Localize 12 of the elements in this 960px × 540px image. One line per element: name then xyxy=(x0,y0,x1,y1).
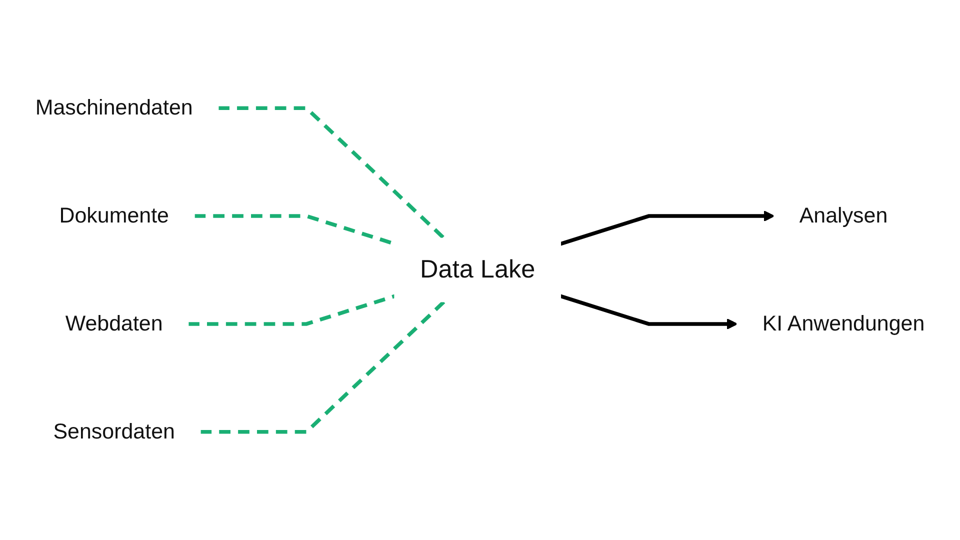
node-text: KI Anwendungen xyxy=(762,312,925,336)
connector xyxy=(200,300,446,434)
node-text: Data Lake xyxy=(420,256,536,284)
node-text: Dokumente xyxy=(59,204,169,228)
node-text: Sensordaten xyxy=(53,420,175,444)
node-text: Maschinendaten xyxy=(35,96,193,120)
arrow xyxy=(560,294,738,330)
node-text: Webdaten xyxy=(65,312,163,336)
connector xyxy=(218,106,446,240)
node-text: Analysen xyxy=(799,204,888,228)
arrow xyxy=(560,210,775,246)
connector xyxy=(188,294,396,326)
